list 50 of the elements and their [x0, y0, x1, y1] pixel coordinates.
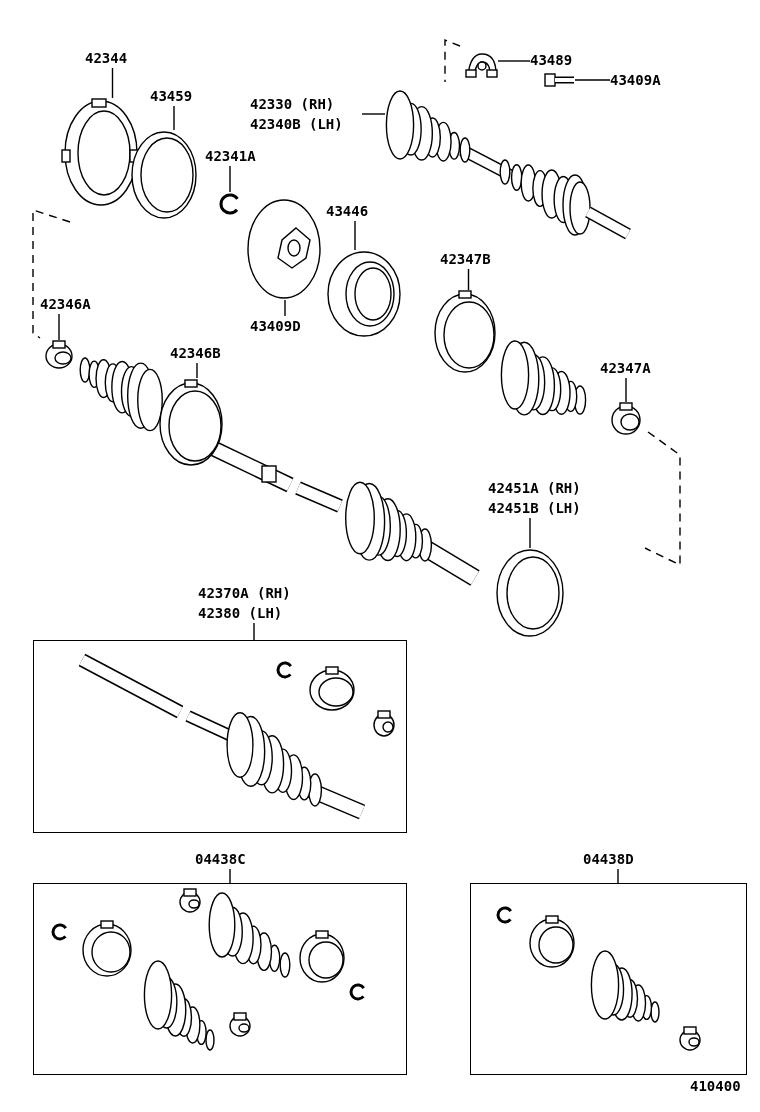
leader-line — [361, 113, 386, 115]
part-number: 43489 — [530, 51, 574, 70]
part-number: 42346A — [40, 295, 92, 314]
part-number: 42370A (RH) — [198, 584, 292, 603]
part-number: 42380 (LH) — [198, 604, 284, 623]
leader-line — [625, 377, 627, 403]
ring-drawing — [62, 98, 140, 208]
leader-line — [253, 622, 255, 641]
leader-line — [354, 220, 356, 251]
part-number: 04438D — [583, 850, 635, 869]
part-number: 42451B (LH) — [488, 499, 582, 518]
leader-line — [284, 299, 286, 317]
kit-panel — [33, 640, 407, 833]
leader-line — [111, 67, 114, 99]
part-number: 43446 — [326, 202, 370, 221]
kit-panel — [33, 883, 407, 1075]
leader-line — [617, 868, 619, 884]
part-number: 43459 — [150, 87, 194, 106]
bearing-housing-drawing — [326, 250, 402, 338]
leader-line — [574, 79, 611, 81]
part-number: 42341A — [205, 147, 257, 166]
part-number: 43409A — [610, 71, 662, 90]
clamp-drawing — [610, 402, 642, 436]
clip-drawing — [466, 52, 498, 78]
part-number: 43409D — [250, 317, 302, 336]
clamp-drawing — [44, 340, 74, 370]
part-number: 04438C — [195, 850, 247, 869]
leader-line — [173, 105, 175, 131]
kit-panel — [470, 883, 747, 1075]
part-number: 42346B — [170, 344, 222, 363]
diagram-number: 410400 — [690, 1078, 741, 1094]
ring-drawing — [130, 130, 198, 220]
part-number: 42344 — [85, 49, 129, 68]
bolt-drawing — [543, 72, 575, 88]
leader-line — [58, 313, 60, 341]
leader-line — [229, 165, 231, 193]
joint-housing-drawing — [246, 198, 322, 300]
part-number: 42330 (RH) — [250, 95, 336, 114]
seal-ring-drawing — [495, 548, 565, 638]
part-number: 42451A (RH) — [488, 479, 582, 498]
leader-line — [229, 868, 231, 884]
clamp-drawing — [158, 378, 224, 468]
part-number: 42347A — [600, 359, 652, 378]
leader-line — [529, 517, 531, 549]
leader-line — [196, 362, 198, 379]
leader-line — [467, 268, 470, 291]
part-number: 42347B — [440, 250, 492, 269]
band-clamp-drawing — [433, 290, 497, 374]
part-number: 42340B (LH) — [250, 115, 344, 134]
leader-line — [497, 60, 531, 62]
